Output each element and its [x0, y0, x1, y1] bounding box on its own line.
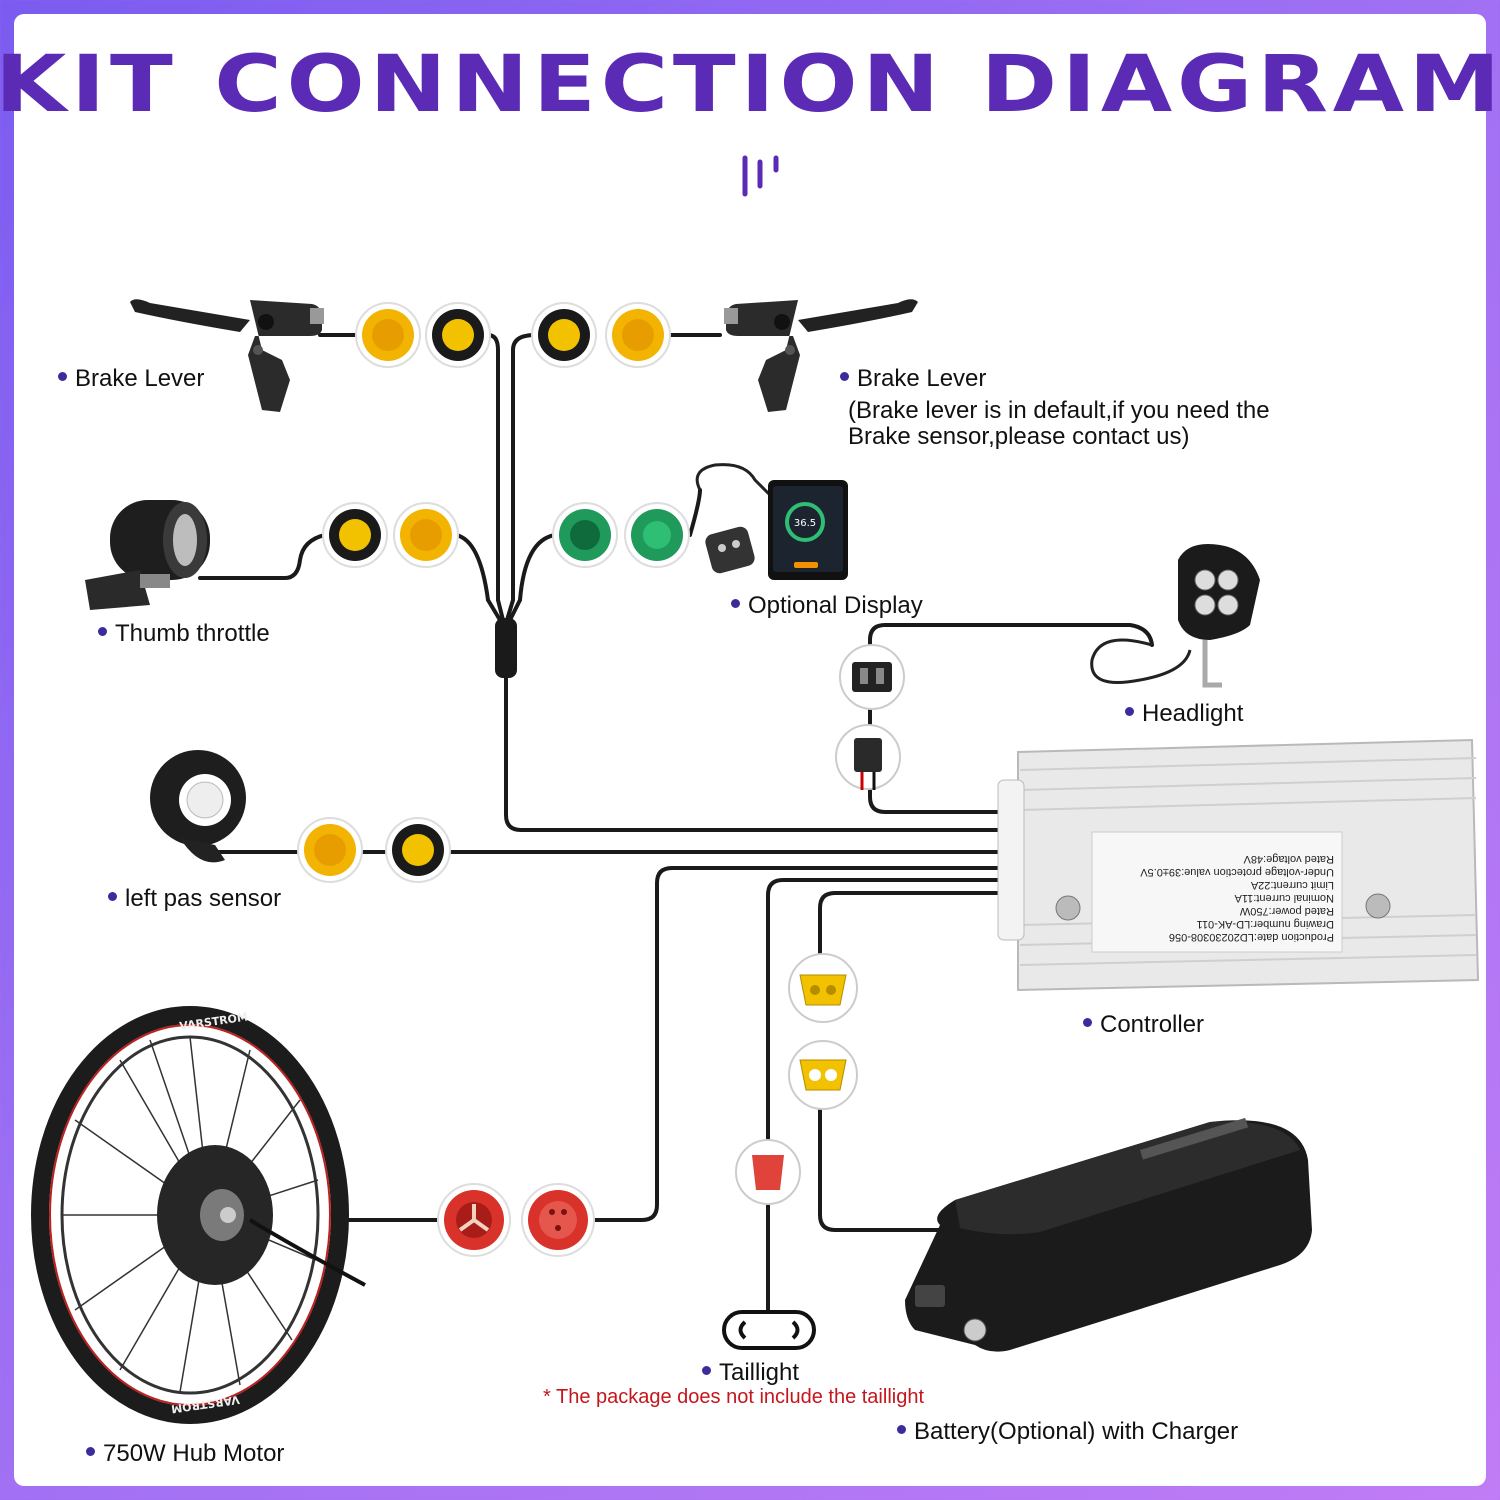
controller-spec-3: Nominal current:11A [1234, 892, 1334, 904]
label-taillight: Taillight [702, 1359, 799, 1387]
label-brake-lever-right: Brake Lever [840, 365, 986, 393]
page-title: KIT CONNECTION DIAGRAM [0, 40, 1500, 130]
controller-spec-1: Drawing number:LD-AK-011 [1197, 918, 1334, 930]
controller-spec-5: Under-voltage protection value:39±0.5V [1140, 866, 1334, 878]
bullet [108, 892, 117, 902]
connector-battery-xt60-male-icon [788, 953, 858, 1023]
thumb-throttle-icon [85, 500, 210, 610]
brake-note-line-2: Brake sensor,please contact us) [848, 423, 1190, 450]
label-thumb-throttle: Thumb throttle [98, 620, 270, 648]
title-ornament [742, 155, 779, 197]
bullet [702, 1366, 711, 1376]
hub-motor-wheel-icon: VARSTROM VARSTROM [31, 1006, 366, 1424]
controller-spec-4: Limit current:22A [1250, 879, 1334, 891]
connector-motor-male-icon [437, 1183, 511, 1257]
connector-headlight-female-icon [839, 644, 905, 710]
taillight-note: * The package does not include the taill… [543, 1386, 925, 1408]
battery-icon [905, 1117, 1312, 1352]
controller-spec-0: Production date:LD20230308-056 [1169, 931, 1334, 943]
taillight-icon [722, 1310, 816, 1350]
brake-note: (Brake lever is in default,if you need t… [848, 398, 1270, 450]
bullet [98, 627, 107, 637]
label-headlight: Headlight [1125, 700, 1243, 728]
bullet [58, 372, 67, 382]
connector-brake-right-male-icon [531, 302, 597, 368]
label-hub-motor: 750W Hub Motor [86, 1440, 284, 1468]
label-controller: Controller [1083, 1011, 1204, 1039]
label-optional-display: Optional Display [731, 592, 923, 620]
connector-brake-right-female-icon [605, 302, 671, 368]
bullet [1083, 1018, 1092, 1028]
connector-pas-male-icon [385, 817, 451, 883]
connector-throttle-female-icon [393, 502, 459, 568]
label-brake-lever-left: Brake Lever [58, 365, 204, 393]
bullet [840, 372, 849, 382]
label-pas-sensor: left pas sensor [108, 885, 281, 913]
connector-display-male-icon [552, 502, 618, 568]
bullet [86, 1447, 95, 1457]
connector-brake-left-male-icon [425, 302, 491, 368]
brake-note-line-1: (Brake lever is in default,if you need t… [848, 397, 1270, 424]
brake-lever-left-icon [130, 299, 324, 412]
connector-brake-left-female-icon [355, 302, 421, 368]
connector-display-female-icon [624, 502, 690, 568]
connector-pas-female-icon [297, 817, 363, 883]
connector-throttle-male-icon [322, 502, 388, 568]
controller-spec-6: Rated voltage:48V [1243, 853, 1334, 865]
controller-icon: Production date:LD20230308-056 Drawing n… [997, 738, 1480, 992]
bullet [731, 599, 740, 609]
brake-lever-right-icon [724, 299, 918, 412]
display-unit-icon: 36.5 [695, 463, 848, 580]
connector-taillight-icon [735, 1139, 801, 1205]
controller-spec-2: Rated power:750W [1239, 905, 1334, 917]
headlight-icon [1090, 544, 1260, 688]
connector-motor-female-icon [521, 1183, 595, 1257]
bullet [897, 1425, 906, 1435]
label-battery: Battery(Optional) with Charger [897, 1418, 1238, 1446]
display-speed: 36.5 [794, 518, 816, 529]
connector-battery-xt60-female-icon [788, 1040, 858, 1110]
connector-headlight-male-icon [835, 724, 901, 790]
bullet [1125, 707, 1134, 717]
pas-sensor-icon [150, 750, 246, 863]
